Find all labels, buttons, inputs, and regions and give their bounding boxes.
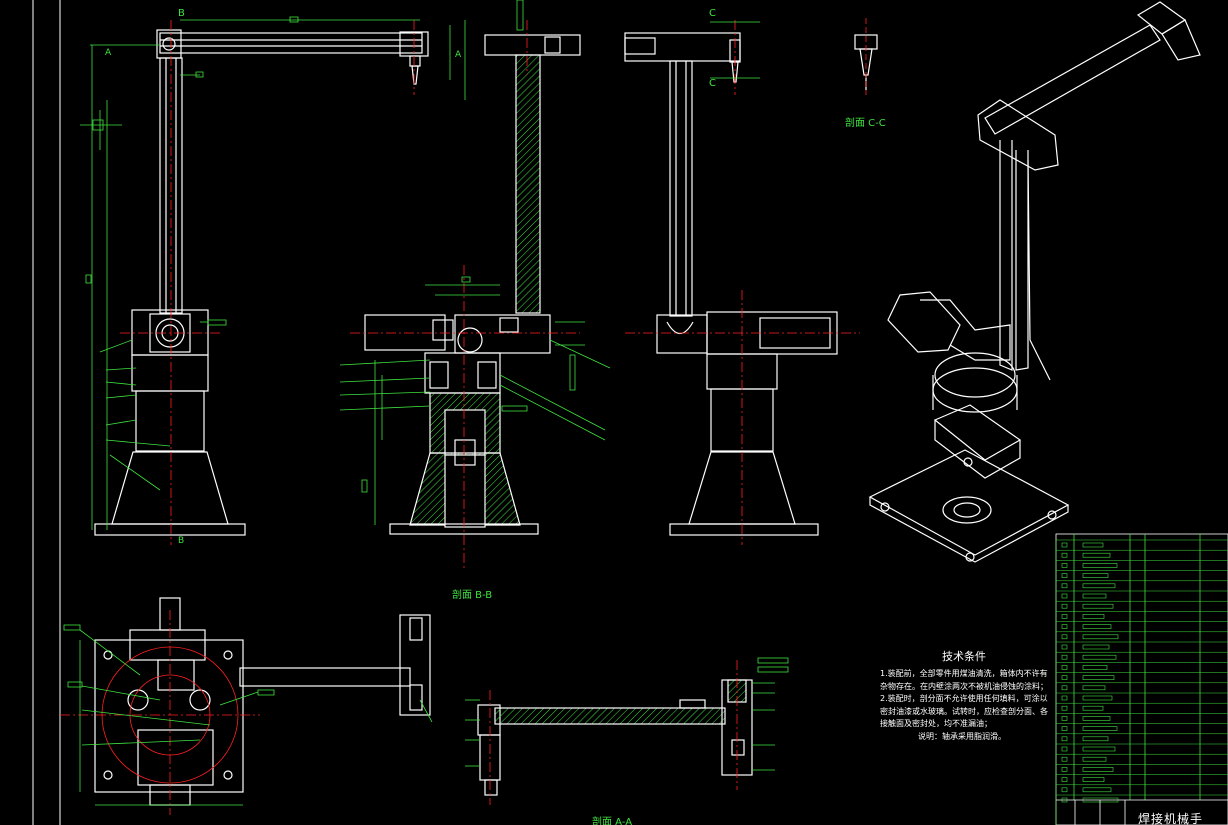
parts-list-number <box>1061 695 1068 701</box>
sheet-border <box>32 0 61 825</box>
note-item-1: 1.装配前，全部零件用煤油清洗，箱体内不许有杂物存在。在内壁涂两次不被机油侵蚀的… <box>880 669 1048 691</box>
parts-list-number <box>1061 542 1068 548</box>
parts-list-entry <box>1082 726 1118 731</box>
parts-list-number <box>1061 777 1068 782</box>
marker-b-top: B <box>178 8 185 19</box>
parts-list <box>1055 533 1228 825</box>
parts-list-entry <box>1082 777 1105 782</box>
parts-list-number <box>1061 583 1068 589</box>
parts-list-entry <box>1082 685 1106 691</box>
parts-list-number <box>1061 603 1068 609</box>
parts-list-entry <box>1082 624 1112 629</box>
front-view <box>94 29 429 536</box>
parts-list-number <box>1061 797 1068 803</box>
parts-list-entry <box>1082 634 1119 640</box>
side-view-centerlines <box>625 20 860 545</box>
parts-list-entry <box>1082 787 1112 793</box>
top-view-red <box>60 610 260 815</box>
parts-list-number <box>1061 756 1068 762</box>
parts-list-entry <box>1082 705 1104 711</box>
parts-list-number <box>1061 685 1068 691</box>
parts-list-rows <box>1056 539 1228 803</box>
parts-list-number <box>1061 746 1068 752</box>
parts-list-entry <box>1082 746 1116 752</box>
parts-list-entry <box>1082 614 1105 619</box>
front-view-centerlines <box>120 20 415 545</box>
top-view-dimensions <box>63 624 433 806</box>
front-view-dimensions <box>80 16 466 530</box>
section-bb-caption: 剖面 B-B <box>452 588 492 601</box>
parts-list-entry <box>1082 665 1108 670</box>
parts-list-number <box>1061 665 1068 670</box>
section-bb-centerlines <box>350 20 580 570</box>
top-view <box>94 597 431 806</box>
parts-list-entry <box>1082 583 1116 589</box>
parts-list-number <box>1061 573 1068 578</box>
parts-list-entry <box>1082 736 1109 742</box>
parts-list-entry <box>1082 593 1107 599</box>
parts-list-number <box>1061 654 1068 660</box>
parts-list-number <box>1061 593 1068 599</box>
parts-list-number <box>1061 736 1068 742</box>
parts-list-number <box>1061 767 1068 772</box>
parts-list-entry <box>1082 654 1117 660</box>
side-view <box>624 32 838 536</box>
section-cc-caption: 剖面 C-C <box>845 116 886 129</box>
marker-b-bottom: B <box>178 536 185 546</box>
parts-list-entry <box>1082 797 1119 803</box>
parts-list-entry <box>1082 675 1115 680</box>
parts-list-entry <box>1082 603 1114 609</box>
parts-list-entry <box>1082 563 1118 568</box>
marker-c-top: C <box>709 8 716 19</box>
marker-a-right: A <box>455 50 462 60</box>
section-bb-view <box>364 34 581 535</box>
note-item-2: 2.装配时，剖分面不允许使用任何填料，可涂以密封油漆或水玻璃。试转时，应检查剖分… <box>880 694 1048 728</box>
technical-notes: 1.装配前，全部零件用煤油清洗，箱体内不许有杂物存在。在内壁涂两次不被机油侵蚀的… <box>880 668 1055 743</box>
parts-list-number <box>1061 644 1068 650</box>
parts-list-entry <box>1082 644 1110 650</box>
parts-list-entry <box>1082 716 1111 721</box>
parts-list-number <box>1061 726 1068 731</box>
marker-a-left: A <box>105 48 112 58</box>
parts-list-number <box>1061 552 1068 558</box>
parts-list-number <box>1061 787 1068 793</box>
notes-title: 技术条件 <box>942 650 986 663</box>
title-block <box>1074 800 1126 825</box>
marker-c-bottom: C <box>709 78 716 89</box>
parts-list-number <box>1061 563 1068 568</box>
parts-list-entry <box>1082 552 1111 558</box>
parts-list-entry <box>1082 573 1109 578</box>
parts-list-entry <box>1082 695 1113 701</box>
note-item-3: 说明：轴承采用脂润滑。 <box>918 731 1006 741</box>
isometric-view <box>868 1 1201 563</box>
parts-list-entry <box>1082 756 1107 762</box>
parts-list-number <box>1061 675 1068 680</box>
drawing-title: 焊接机械手 <box>1138 812 1204 825</box>
parts-list-number <box>1061 716 1068 721</box>
section-aa-caption: 剖面 A-A <box>592 815 632 825</box>
section-aa-view <box>477 679 753 796</box>
parts-list-number <box>1061 624 1068 629</box>
parts-list-number <box>1061 614 1068 619</box>
parts-list-entry <box>1082 767 1114 772</box>
section-aa-dimensions <box>465 657 789 771</box>
parts-list-number <box>1061 634 1068 640</box>
parts-list-number <box>1061 705 1068 711</box>
section-bb-dimensions <box>339 0 611 525</box>
parts-list-entry <box>1082 542 1104 548</box>
side-view-dimensions <box>710 21 760 79</box>
